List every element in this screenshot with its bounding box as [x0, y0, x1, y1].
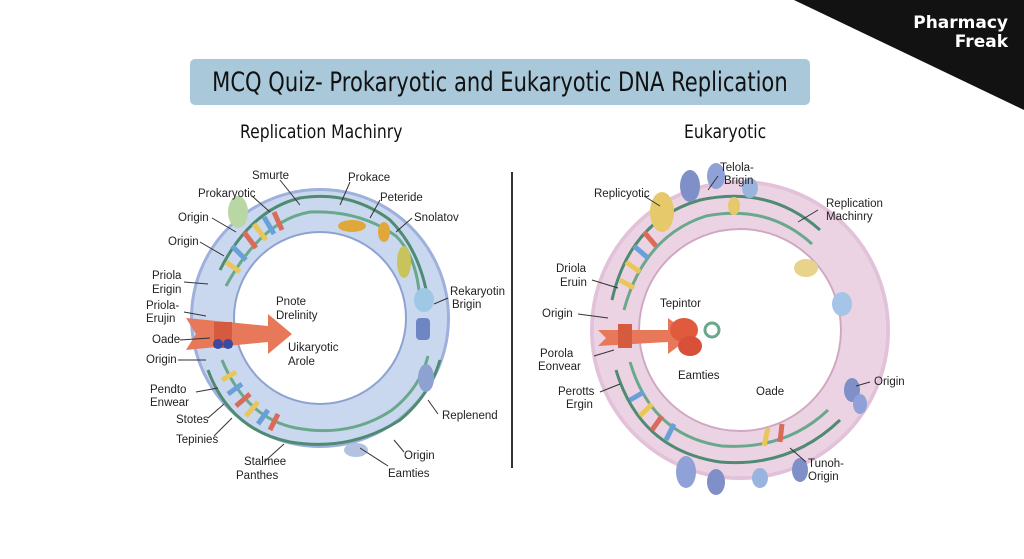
right-base-pairs [618, 230, 785, 447]
label-stotes: Stotes [176, 414, 209, 426]
label-drelinity: Drelinity [276, 310, 318, 322]
label-eamties-right: Eamties [678, 370, 720, 382]
left-replication-arrow [186, 314, 292, 354]
label-tepintor: Tepintor [660, 298, 701, 310]
label-uikaryotic: Uikaryotic [288, 342, 339, 354]
label-driola: Driola [556, 263, 587, 275]
brand-line-2: Freak [954, 32, 1008, 52]
label-stalmee: Stalmee [244, 456, 287, 468]
label-eruin: Eruin [560, 277, 587, 289]
label-brigin: Brigin [452, 299, 482, 311]
label-peteride: Peteride [380, 192, 423, 204]
label-telola: Telola- [720, 162, 754, 174]
label-pnote: Pnote [276, 296, 307, 308]
label-replicyotic: Replicyotic [594, 188, 650, 200]
label-eonvear: Eonvear [538, 361, 581, 373]
label-origin-right: Origin [874, 376, 905, 388]
label-replication: Replication [826, 198, 883, 210]
label-erigin: Erigin [152, 284, 182, 296]
label-origin-top: Origin [178, 212, 209, 224]
label-tepinies: Tepinies [176, 434, 219, 446]
label-panthes: Panthes [236, 470, 279, 482]
label-prokaryotic: Prokaryotic [198, 188, 256, 200]
page-title: MCQ Quiz- Prokaryotic and Eukaryotic DNA… [212, 66, 788, 98]
label-erujin: Erujin [146, 313, 176, 325]
label-rekaryotin: Rekaryotin [450, 286, 505, 298]
label-tunoh: Tunoh- [808, 458, 845, 470]
right-panel-heading: Eukaryotic [684, 121, 767, 143]
leader-lines [178, 175, 871, 467]
label-origin-low: Origin [146, 354, 177, 366]
label-prokace: Prokace [348, 172, 391, 184]
label-priola-2: Priola- [146, 300, 180, 312]
left-panel-heading: Replication Machinry [240, 121, 403, 143]
title-bar: MCQ Quiz- Prokaryotic and Eukaryotic DNA… [190, 59, 810, 105]
label-eamties: Eamties [388, 468, 430, 480]
label-origin-low-right: Origin [808, 471, 839, 483]
right-replication-arrow [598, 318, 721, 356]
label-origin-mid: Origin [168, 236, 199, 248]
label-smurte: Smurte [252, 170, 290, 182]
label-ergin: Ergin [566, 399, 593, 411]
label-arole: Arole [288, 356, 315, 368]
label-pendto: Pendto [150, 384, 187, 396]
label-priola: Priola [152, 270, 182, 282]
label-enwear: Enwear [150, 397, 189, 409]
label-origin-left: Origin [542, 308, 573, 320]
panel-divider [511, 172, 513, 468]
left-base-pairs [220, 210, 285, 432]
brand-corner [794, 0, 1024, 110]
right-proteins [650, 163, 867, 495]
label-snolatov: Snolatov [414, 212, 459, 224]
label-machinry: Machinry [826, 211, 873, 223]
label-perotts: Perotts [558, 386, 595, 398]
brand-line-1: Pharmacy [913, 13, 1008, 33]
label-porola: Porola [540, 348, 574, 360]
right-dna-helix [610, 194, 842, 465]
label-origin-br: Origin [404, 450, 435, 462]
brand-logo: Pharmacy Freak [913, 14, 1008, 52]
left-proteins [228, 196, 434, 457]
label-brigin-right: Brigin [724, 175, 754, 187]
label-replenend: Replenend [442, 410, 498, 422]
label-oade-right: Oade [756, 386, 785, 398]
label-oade: Oade [152, 334, 181, 346]
